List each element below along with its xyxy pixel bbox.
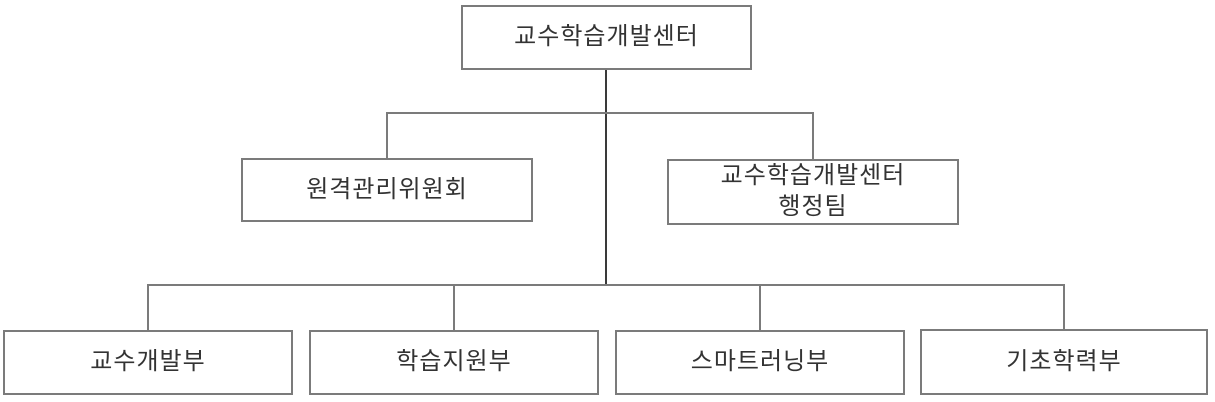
node-dept-faculty-development-label: 교수개발부 (90, 348, 206, 376)
connector-trunk-vertical (605, 70, 607, 286)
node-center-root: 교수학습개발센터 (461, 5, 752, 70)
node-dept-faculty-development: 교수개발부 (3, 330, 293, 395)
node-remote-committee-label: 원격관리위원회 (306, 175, 468, 203)
node-admin-team-label-line2: 행정팀 (778, 193, 848, 220)
connector-drop-admin-team (812, 112, 814, 159)
connector-drop-committee (386, 112, 388, 158)
node-remote-committee: 원격관리위원회 (241, 158, 533, 222)
node-admin-team: 교수학습개발센터 행정팀 (667, 159, 959, 225)
connector-drop-dept-1 (147, 284, 149, 330)
node-dept-learning-support-label: 학습지원부 (396, 348, 512, 376)
connector-drop-dept-4 (1063, 284, 1065, 330)
node-dept-smart-learning-label: 스마트러닝부 (690, 348, 830, 376)
node-dept-smart-learning: 스마트러닝부 (615, 330, 905, 395)
node-dept-basic-academics: 기초학력부 (920, 329, 1208, 395)
connector-drop-dept-3 (759, 284, 761, 330)
node-dept-learning-support: 학습지원부 (309, 330, 599, 395)
connector-level2-horizontal (386, 112, 814, 114)
node-admin-team-label-line1: 교수학습개발센터 (720, 162, 906, 190)
node-dept-basic-academics-label: 기초학력부 (1006, 347, 1122, 375)
node-center-root-label: 교수학습개발센터 (514, 23, 699, 51)
connector-drop-dept-2 (453, 284, 455, 330)
connector-level3-horizontal (147, 284, 1065, 286)
